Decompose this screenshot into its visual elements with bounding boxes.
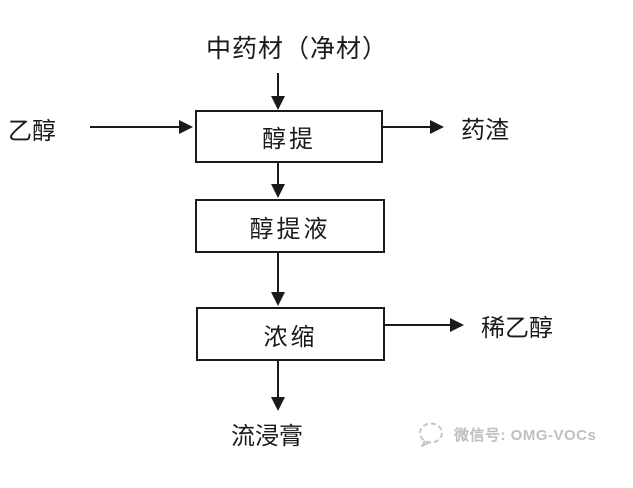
process-box-concentrate: 浓缩 xyxy=(196,307,385,361)
arrow-liquid-to-concentrate xyxy=(271,253,285,306)
arrow-source-to-extract xyxy=(271,73,285,110)
fluid-extract-output-label: 流浸膏 xyxy=(231,423,303,450)
arrow-ethanol-to-extract xyxy=(90,120,193,134)
arrow-extract-to-liquid xyxy=(271,163,285,198)
arrow-concentrate-to-dilute-ethanol xyxy=(385,318,464,332)
watermark: 微信号: OMG-VOCs xyxy=(417,421,596,448)
ethanol-input-label: 乙醇 xyxy=(8,118,56,145)
wechat-icon xyxy=(417,421,447,448)
arrow-concentrate-to-fluid-extract xyxy=(271,361,285,411)
process-box-extract-label: 醇提 xyxy=(262,126,316,153)
residue-output-label: 药渣 xyxy=(461,117,509,144)
dilute-ethanol-output-label: 稀乙醇 xyxy=(481,315,553,342)
watermark-text: 微信号: OMG-VOCs xyxy=(454,427,597,444)
process-box-concentrate-label: 浓缩 xyxy=(263,323,318,351)
arrow-extract-to-residue xyxy=(383,120,444,134)
process-box-extract: 醇提 xyxy=(195,110,383,163)
process-box-extract-liquid-label: 醇提液 xyxy=(249,215,331,243)
source-material-label: 中药材（净材） xyxy=(205,35,388,63)
process-box-extract-liquid: 醇提液 xyxy=(195,199,385,253)
